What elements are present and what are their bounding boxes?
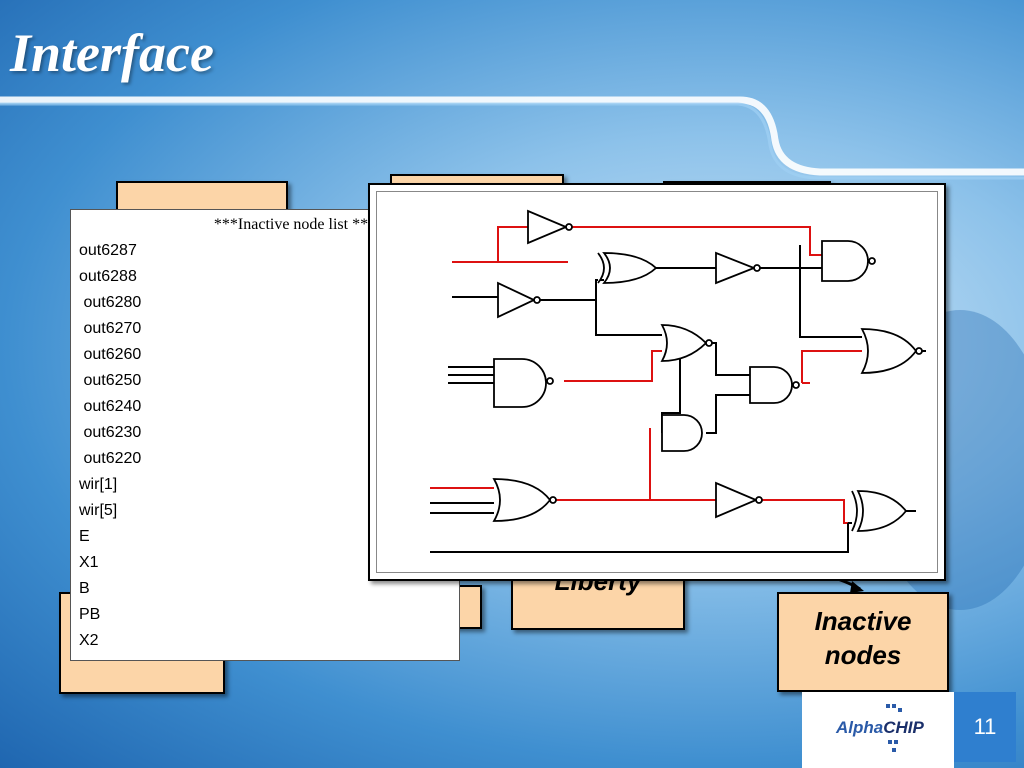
list-item: wir[1]	[79, 476, 118, 493]
list-item: out6270	[79, 320, 142, 337]
circuit-diagram	[430, 209, 926, 553]
list-item: X2	[79, 632, 99, 649]
list-item: B	[79, 580, 90, 597]
list-item: out6280	[79, 294, 142, 311]
slide-title: Interface	[10, 23, 214, 83]
box-inactive-nodes: Inactive nodes	[777, 592, 949, 692]
inactive-nodes-label-line1: Inactive	[814, 606, 912, 636]
page-number: 11	[954, 692, 1016, 762]
list-item: out6250	[79, 372, 142, 389]
logo-text-alpha: Alpha	[836, 718, 884, 737]
alphachip-logo: AlphaCHIP	[836, 718, 924, 738]
active-wires	[430, 245, 926, 553]
circuit-diagram-panel	[368, 183, 946, 581]
list-item: E	[79, 528, 90, 545]
list-item: wir[5]	[79, 502, 118, 519]
inactive-node-list-header: ***Inactive node list ***	[213, 216, 377, 233]
list-item: out6260	[79, 346, 142, 363]
list-item: out6288	[79, 268, 137, 285]
logo-panel	[802, 692, 954, 768]
circuit-diagram-frame	[376, 191, 938, 573]
list-item: out6220	[79, 450, 142, 467]
logic-gates	[492, 209, 923, 532]
logo-text-chip: CHIP	[883, 718, 924, 737]
inactive-nodes-label-line2: nodes	[824, 640, 902, 670]
list-item: out6287	[79, 242, 137, 259]
list-item: out6230	[79, 424, 142, 441]
list-item: out6240	[79, 398, 142, 415]
alphachip-logo-icon	[886, 704, 902, 752]
list-item: PB	[79, 606, 101, 623]
list-item: X1	[79, 554, 99, 571]
